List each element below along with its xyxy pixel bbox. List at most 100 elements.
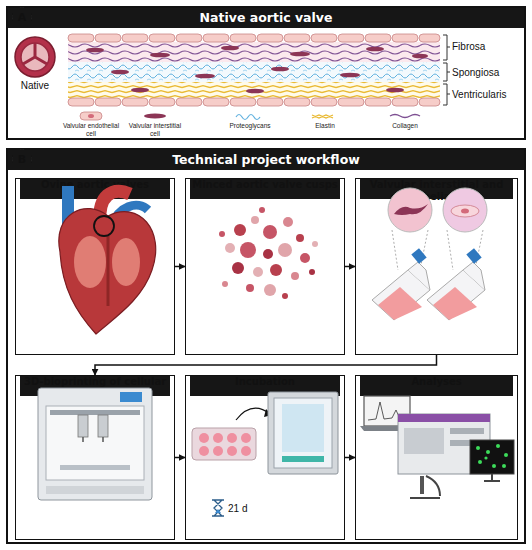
endothelial-row <box>122 98 148 106</box>
interstitial-cells <box>86 48 104 53</box>
tissue-layers <box>68 82 440 98</box>
process-box: Incubation <box>185 375 345 540</box>
minced-tissue <box>222 281 228 287</box>
cell-flasks <box>461 209 469 214</box>
minced-tissue <box>263 249 273 259</box>
incubation-illustration <box>282 404 324 452</box>
step-caption: Analyses <box>360 376 513 396</box>
endothelial-row <box>419 98 440 106</box>
analysis-illustration <box>420 476 424 494</box>
tissue-layers <box>68 82 440 98</box>
heart-illustration <box>74 236 106 288</box>
cell-flasks <box>443 188 487 232</box>
heart-illustration <box>100 191 130 222</box>
heart-illustration <box>112 205 148 226</box>
endothelial-row <box>257 98 283 106</box>
cell-flasks <box>466 248 481 264</box>
interstitial-cells <box>221 46 239 51</box>
bioprinter <box>98 415 108 437</box>
panel-heading: Technical project workflow <box>8 150 524 170</box>
layer-brackets <box>443 35 450 60</box>
analysis-illustration <box>450 428 484 434</box>
endothelial-row <box>284 98 310 106</box>
incubation-illustration <box>199 433 209 443</box>
heart-illustration <box>107 236 110 306</box>
native-valve-icon <box>15 37 55 77</box>
panel-letter: B <box>13 150 31 170</box>
endothelial-row <box>284 34 310 42</box>
cell-flasks <box>451 205 479 217</box>
heart-illustration <box>94 216 114 236</box>
bioprinter <box>120 392 142 402</box>
incubation-illustration <box>241 446 251 456</box>
analysis-illustration <box>360 426 414 431</box>
analysis-illustration <box>492 464 496 468</box>
incubation-illustration <box>282 456 324 462</box>
heart-illustration <box>112 238 140 286</box>
interstitial-cells <box>150 53 170 58</box>
analysis-illustration <box>478 460 482 464</box>
bioprinter <box>83 437 103 442</box>
incubation-illustration <box>274 398 332 468</box>
analysis-illustration <box>398 414 490 474</box>
endothelial-row <box>122 34 148 42</box>
process-box: Minced aortic valve cusps <box>185 178 345 355</box>
minced-tissue <box>309 269 315 275</box>
flow-arrow <box>345 266 355 268</box>
endothelial-row <box>203 98 229 106</box>
analysis-illustration <box>360 396 514 498</box>
incubation-illustration <box>268 392 338 474</box>
interstitial-cells <box>271 67 289 72</box>
minced-tissue <box>300 253 310 263</box>
endothelial-row <box>365 34 391 42</box>
endothelial-row <box>257 34 283 42</box>
analysis-illustration <box>484 456 487 459</box>
native-valve-icon <box>23 43 47 64</box>
step-caption: Valvular interstitial and endothelial ce… <box>360 179 513 199</box>
minced-tissue <box>240 242 256 258</box>
incubation-illustration <box>213 446 223 456</box>
layer-brackets <box>443 84 450 105</box>
native-valve-icon <box>21 43 49 71</box>
process-box: 3D-bioprinting of cellular tissue constr… <box>15 375 175 540</box>
analysis-illustration <box>476 446 480 450</box>
analysis-illustration <box>410 476 440 498</box>
incubation-illustration <box>192 392 338 516</box>
minced-tissue <box>253 267 263 277</box>
interstitial-cells <box>290 52 310 57</box>
tissue-layers <box>68 42 440 62</box>
incubation-illustration <box>227 446 237 456</box>
layer-brackets <box>443 63 450 81</box>
analysis-illustration <box>398 414 490 422</box>
incubation-illustration <box>227 433 237 443</box>
panel-frame: Technical project workflowBOvine aortic … <box>6 148 526 544</box>
minced-tissue <box>278 243 292 257</box>
native-valve-icon <box>21 43 49 71</box>
incubation-illustration <box>241 433 251 443</box>
tissue-layers <box>68 62 440 82</box>
panel-frame: Native aortic valveA <box>6 6 526 140</box>
process-box: Valvular interstitial and endothelial ce… <box>355 178 518 355</box>
minced-tissue <box>264 284 276 296</box>
interstitial-cells <box>386 88 404 93</box>
minced-tissue <box>270 264 282 276</box>
interstitial-cells <box>86 46 428 94</box>
cell-flasks <box>392 230 428 270</box>
endothelial-row <box>95 98 121 106</box>
bioprinter <box>78 415 88 437</box>
cell-flasks <box>427 270 485 320</box>
cell-flasks <box>372 188 487 320</box>
analysis-illustration <box>404 428 444 454</box>
bioprinter <box>50 410 140 415</box>
bioprinter <box>46 486 144 494</box>
cell-flasks <box>433 287 477 320</box>
legend-icons <box>312 115 333 118</box>
flow-arrow <box>175 266 185 268</box>
legend-icons <box>390 115 420 118</box>
endothelial-row <box>311 98 337 106</box>
endothelial-row <box>230 34 256 42</box>
bioprinter <box>38 388 152 500</box>
cell-flasks <box>463 262 485 290</box>
tissue-layers <box>68 42 440 98</box>
interstitial-cells <box>131 88 149 93</box>
